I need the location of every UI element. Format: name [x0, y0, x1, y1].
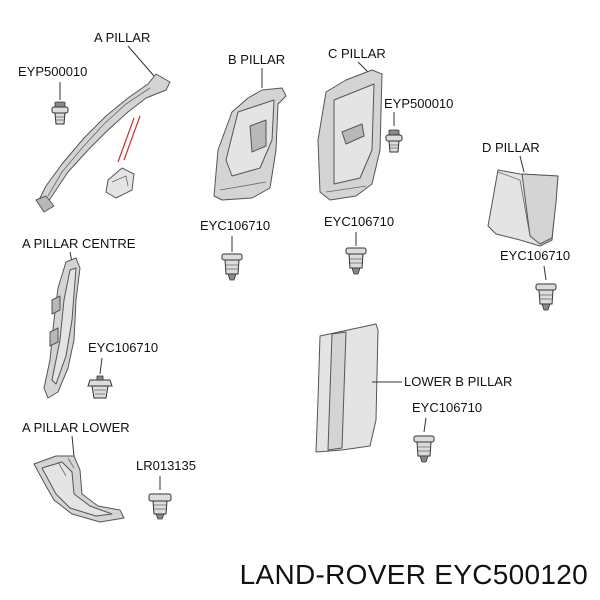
b-pillar-label: B PILLAR — [228, 52, 285, 67]
c-pillar-group: C PILLAR EYP500010 EYC106710 — [317, 46, 453, 275]
c-pillar-lower-clip-number: EYC106710 — [324, 214, 394, 229]
lower-b-pillar-group: LOWER B PILLAR EYC106710 — [315, 323, 512, 463]
c-pillar-edge — [325, 185, 367, 193]
lower-b-pillar-trim — [315, 323, 379, 453]
b-pillar-group: B PILLAR EYC106710 — [200, 52, 287, 281]
a-pillar-clip-number: EYP500010 — [18, 64, 87, 79]
d-pillar-group: D PILLAR EYC106710 — [482, 140, 570, 311]
d-pillar-leader — [519, 155, 525, 173]
c-pillar-clip-icon — [385, 129, 403, 153]
a-lower-clip-icon — [148, 493, 172, 520]
a-pillar-tip — [35, 195, 55, 213]
a-lower-clip-number: LR013135 — [136, 458, 196, 473]
a-pillar-centre-group: A PILLAR CENTRE EYC106710 — [22, 236, 158, 399]
d-pillar-clip-leader — [543, 265, 547, 281]
a-centre-clip-number: EYC106710 — [88, 340, 158, 355]
lower-b-clip-icon — [413, 435, 435, 463]
a-pillar-lower-face — [41, 461, 113, 517]
a-pillar-label: A PILLAR — [94, 30, 150, 45]
a-pillar-bracket-edge — [111, 175, 129, 187]
d-pillar-label: D PILLAR — [482, 140, 540, 155]
a-pillar-bracket — [105, 167, 135, 199]
lower-b-clip-number: EYC106710 — [412, 400, 482, 415]
d-pillar-clip-number: EYC106710 — [500, 248, 570, 263]
a-centre-clip-leader — [99, 357, 103, 375]
a-pillar-lower-edge — [57, 457, 75, 477]
a-pillar-clip-icon — [51, 101, 69, 125]
a-pillar-trim — [37, 73, 171, 209]
c-pillar-clip-number: EYP500010 — [384, 96, 453, 111]
a-pillar-group: A PILLAR EYP500010 — [18, 30, 171, 213]
d-pillar-edge — [497, 171, 531, 237]
a-pillar-edge — [47, 87, 151, 197]
a-pillar-lower-leader — [71, 435, 75, 457]
a-pillar-centre-label: A PILLAR CENTRE — [22, 236, 136, 251]
a-pillar-centre-tabs — [49, 295, 61, 347]
lower-b-clip-leader — [423, 417, 427, 433]
c-pillar-label: C PILLAR — [328, 46, 386, 61]
b-pillar-edge — [219, 181, 267, 191]
a-pillar-leader — [127, 45, 155, 77]
a-pillar-lower-group: A PILLAR LOWER LR013135 — [22, 420, 196, 523]
b-pillar-clip-icon — [221, 253, 243, 281]
d-pillar-clip-icon — [535, 283, 557, 311]
lower-b-pillar-label: LOWER B PILLAR — [404, 374, 512, 389]
b-pillar-inner-face — [225, 99, 275, 177]
c-pillar-lower-clip-icon — [345, 247, 367, 275]
lower-b-pillar-side — [327, 331, 347, 451]
c-pillar-handle-recess — [341, 123, 365, 145]
b-pillar-clip-number: EYC106710 — [200, 218, 270, 233]
brand-part-number: LAND-ROVER EYC500120 — [240, 559, 588, 590]
a-centre-clip-icon — [87, 375, 113, 399]
a-pillar-centre-face — [51, 267, 77, 385]
a-pillar-lower-label: A PILLAR LOWER — [22, 420, 130, 435]
b-pillar-seatbelt-slot — [249, 119, 267, 153]
a-pillar-red-marker — [117, 115, 141, 163]
